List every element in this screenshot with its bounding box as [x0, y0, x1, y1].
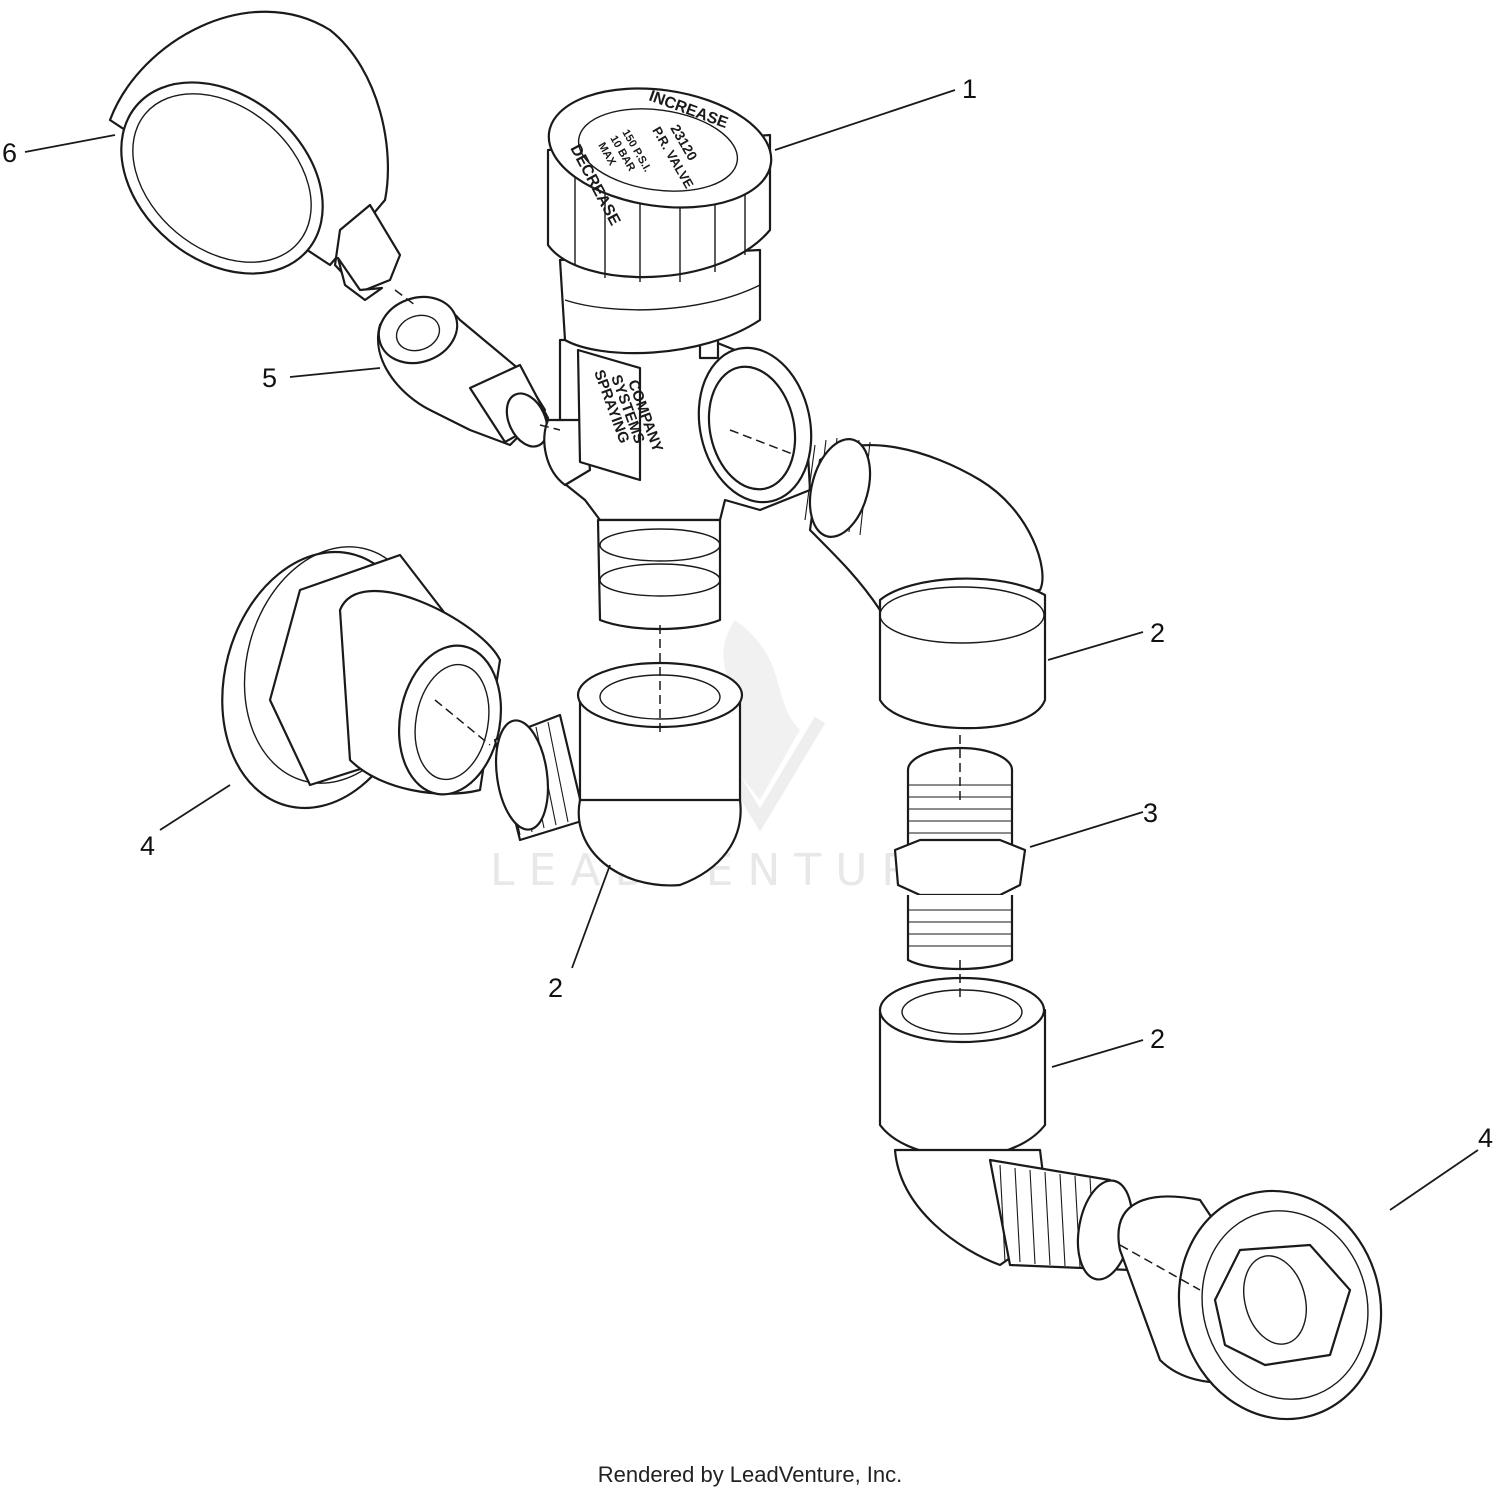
- callout-2-lower-left: 2: [548, 973, 563, 1003]
- pressure-regulating-valve: SPRAYING SYSTEMS COMPANY INCREASE DECREA…: [543, 87, 813, 631]
- callout-6: 6: [2, 138, 17, 168]
- callout-2-lower-right: 2: [1150, 1024, 1165, 1054]
- elbow-upper-right: [804, 437, 1047, 730]
- callout-4-right: 4: [1478, 1123, 1493, 1153]
- callout-1: 1: [962, 74, 977, 104]
- callout-numbers: 1 2 2 2 3 4 4 5 6: [2, 74, 1493, 1153]
- elbow-lower-right: [878, 976, 1134, 1281]
- callout-4-left: 4: [140, 831, 155, 861]
- leader-lines: [24, 89, 1479, 1211]
- callout-5: 5: [262, 363, 277, 393]
- assembly-centerlines: [394, 289, 1201, 1291]
- bulkhead-fitting-left: [221, 546, 503, 810]
- callout-3: 3: [1143, 798, 1158, 828]
- callout-2-upper: 2: [1150, 618, 1165, 648]
- render-credit: Rendered by LeadVenture, Inc.: [597, 1462, 903, 1487]
- bulkhead-fitting-right: [1117, 1189, 1383, 1421]
- street-elbow: [377, 295, 550, 448]
- pressure-gauge: [108, 10, 402, 302]
